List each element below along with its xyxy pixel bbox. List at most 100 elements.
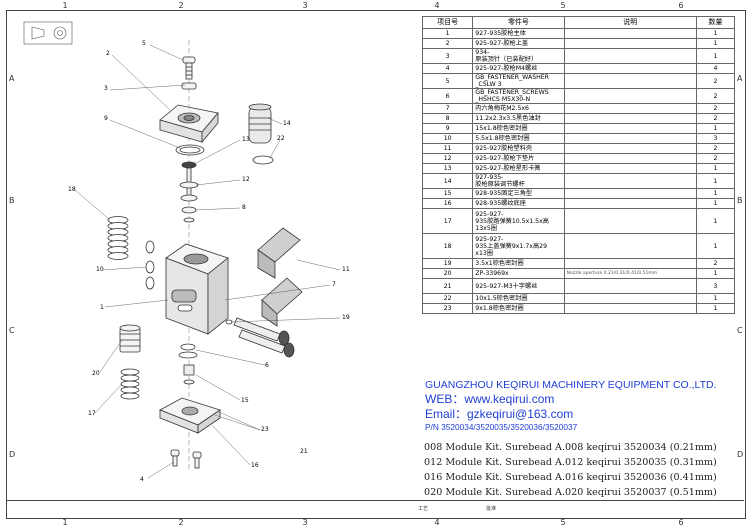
cell-part-no: 927-935胶枪主体 [472,28,565,39]
header-item-no: 项目号 [421,16,474,29]
cell-part-no: 925-927-胶枪下垫片 [472,153,565,164]
drawing-frame [6,10,746,519]
col-tick-6: 6 [678,1,684,10]
company-email[interactable]: Email：gzkeqirui@163.com [425,407,574,421]
cell-item-no: 17 [421,208,474,234]
cell-quantity: 2 [696,143,735,154]
footer-approve-label: 批准 [486,506,497,512]
cell-description [563,143,698,154]
cell-item-no: 16 [421,198,474,209]
callout-20: 20 [92,370,100,377]
row-tick-c: C [9,326,15,335]
callout-1: 1 [100,304,104,311]
cell-part-no: 9x1.8棕色密封圈 [472,303,565,314]
kit-line: 008 Module Kit. Surebead A.008 keqirui 3… [424,442,717,453]
cell-part-no: 934- 原装顶针（已装配好） [472,48,565,64]
cell-quantity: 1 [696,188,735,199]
cell-part-no: 内六角梅花M2.5x6 [472,103,565,114]
cell-description [563,188,698,199]
cell-part-no: 925-927胶枪塑料壳 [472,143,565,154]
cell-part-no: ZP-33969x [472,268,565,279]
col-tick-6-bottom: 6 [678,518,684,527]
cell-item-no: 2 [421,38,474,49]
cell-part-no: 5.5x1.8棕色密封圈 [472,133,565,144]
col-tick-1-bottom: 1 [62,518,68,527]
projection-symbol [23,21,73,45]
company-part-numbers: P/N 3520034/3520035/3520036/3520037 [425,422,578,432]
cell-description [563,103,698,114]
col-tick-2: 2 [178,1,184,10]
cell-item-no: 9 [421,123,474,134]
cell-description [563,28,698,39]
cell-description [563,113,698,124]
cell-description [563,153,698,164]
cell-description [563,233,698,259]
callout-6: 6 [265,362,269,369]
cell-item-no: 11 [421,143,474,154]
row-tick-a-right: A [737,74,743,83]
cell-description [563,63,698,74]
col-tick-4: 4 [434,1,440,10]
cell-description [563,278,698,294]
cell-quantity: 3 [696,133,735,144]
cell-description [563,133,698,144]
col-tick-4-bottom: 4 [434,518,440,527]
cell-part-no: 925-927-胶枪M4螺丝 [472,63,565,74]
cell-quantity: 1 [696,163,735,174]
cell-description [563,198,698,209]
cell-description [563,163,698,174]
col-tick-3: 3 [302,1,308,10]
title-block-footer: 工艺 批准 [6,500,744,518]
callout-7: 7 [332,281,336,288]
company-web[interactable]: WEB：www.keqirui.com [425,392,555,406]
callout-12: 12 [242,176,250,183]
cell-description [563,38,698,49]
callout-8: 8 [242,204,246,211]
cell-part-no: 3.5x1棕色密封圈 [472,258,565,269]
cell-part-no: 925-927-胶枪星形卡簧 [472,163,565,174]
footer-process-label: 工艺 [418,506,429,512]
module-kit-list: 008 Module Kit. Surebead A.008 keqirui 3… [424,440,717,500]
header-description: 说明 [563,16,698,29]
cell-part-no: 928-935固定三角型 [472,188,565,199]
cell-item-no: 13 [421,163,474,174]
cell-description [563,73,698,89]
cell-quantity: 1 [696,38,735,49]
callout-23: 23 [261,426,269,433]
callout-5: 5 [142,40,146,47]
cell-item-no: 15 [421,188,474,199]
kit-line: 016 Module Kit. Surebead A.016 keqirui 3… [424,472,717,483]
cell-item-no: 8 [421,113,474,124]
cell-description [563,48,698,64]
header-quantity: 数量 [696,16,735,29]
callout-17: 17 [88,410,96,417]
cell-item-no: 3 [421,48,474,64]
cell-quantity: 1 [696,268,735,279]
cell-description [563,88,698,104]
cell-quantity: 2 [696,73,735,89]
row-tick-d-right: D [737,450,744,459]
callout-10: 10 [96,266,104,273]
cell-item-no: 19 [421,258,474,269]
cell-part-no: 10x1.5棕色密封圈 [472,293,565,304]
col-tick-3-bottom: 3 [302,518,308,527]
cell-part-no: GB_FASTENER_WASHER _CSLW 3 [472,73,565,89]
cell-description [563,258,698,269]
cell-description [563,208,698,234]
